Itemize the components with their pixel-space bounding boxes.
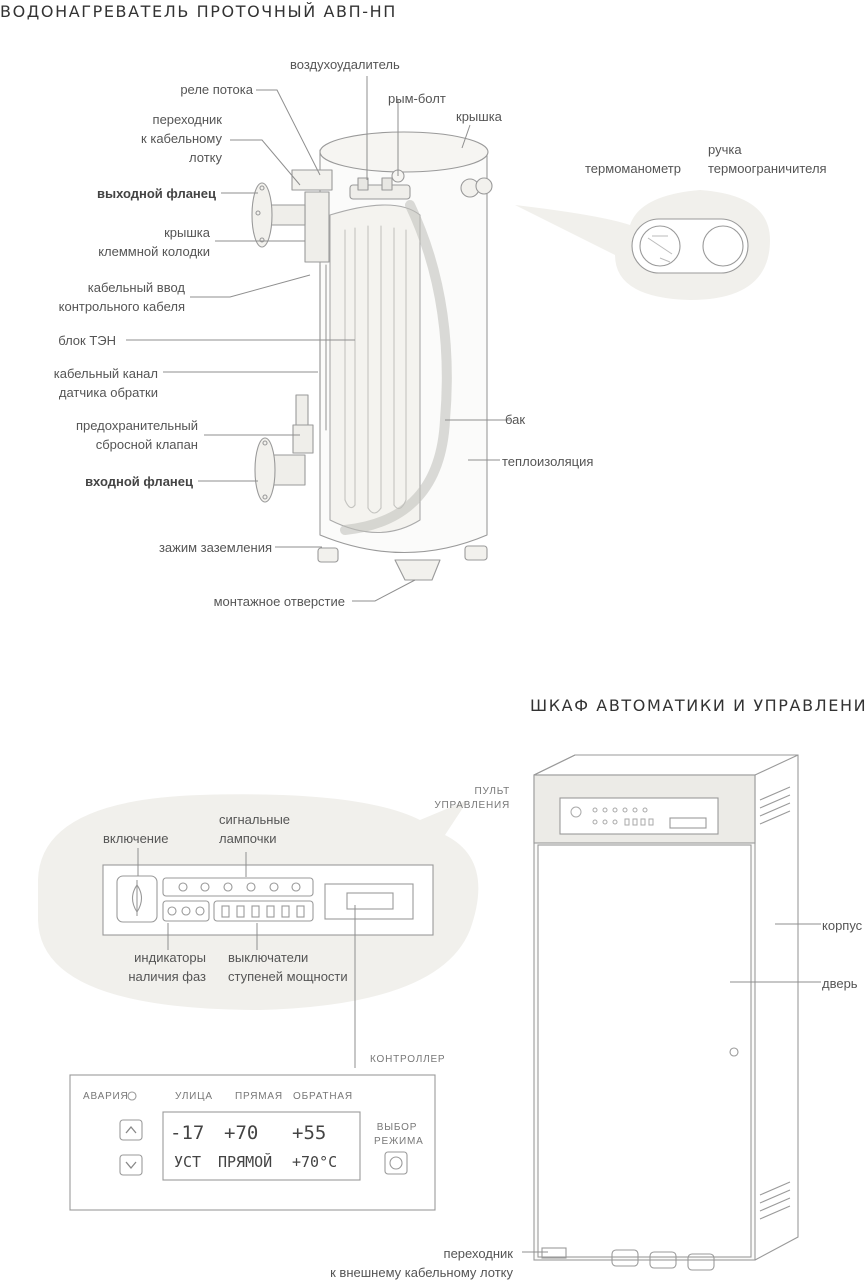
label-sensor-channel: кабельный канал датчика обратки	[30, 364, 158, 402]
label-signal-lamps-line2: лампочки	[219, 831, 277, 846]
label-cable-entry-line1: кабельный ввод	[87, 280, 185, 295]
label-adapter-line1: переходник	[152, 112, 222, 127]
label-cable-entry: кабельный ввод контрольного кабеля	[30, 278, 185, 316]
label-phase-indicators-line2: наличия фаз	[128, 969, 206, 984]
lcd-row2-mode: ПРЯМОЙ	[218, 1153, 273, 1171]
lcd-row2-set: УСТ	[174, 1153, 202, 1171]
label-inlet-flange: входной фланец	[85, 474, 193, 489]
controller-up-button[interactable]	[120, 1120, 142, 1140]
label-ground-clamp: зажим заземления	[158, 540, 272, 555]
label-limiter-knob-line2: термоограничителя	[708, 161, 827, 176]
label-phase-indicators-line1: индикаторы	[134, 950, 206, 965]
label-control-panel: ПУЛЬТ УПРАВЛЕНИЯ	[430, 785, 510, 813]
label-sensor-channel-line2: датчика обратки	[58, 385, 158, 400]
lcd-row1-street: -17	[170, 1122, 205, 1144]
label-adapter-line3: лотку	[189, 150, 222, 165]
label-terminal-cover-line1: крышка	[164, 225, 210, 240]
label-relief-valve-line2: сбросной клапан	[95, 437, 198, 452]
controller-mode-label-line2: РЕЖИМА	[374, 1136, 424, 1147]
label-outlet-flange: выходной фланец	[96, 186, 216, 201]
controller-mode-label-line1: ВЫБОР	[376, 1122, 418, 1133]
controller-col-supply: ПРЯМАЯ	[235, 1091, 283, 1102]
label-relief-valve: предохранительный сбросной клапан	[40, 416, 198, 454]
lcd-row1-supply: +70	[224, 1122, 259, 1144]
lcd-row2-value: +70°C	[292, 1153, 338, 1171]
label-signal-lamps: сигнальные лампочки	[219, 810, 290, 848]
label-power-on: включение	[103, 831, 169, 846]
cabinet-title: ШКАФ АВТОМАТИКИ И УПРАВЛЕНИЯ	[530, 696, 865, 715]
label-eye-bolt: рым-болт	[388, 91, 446, 106]
label-control-panel-line1: ПУЛЬТ	[474, 786, 510, 797]
label-tray-adapter-line1: переходник	[443, 1246, 513, 1261]
chevron-up-icon	[125, 1125, 137, 1134]
label-tray-adapter-line2: к внешнему кабельному лотку	[330, 1265, 513, 1280]
controller-col-street: УЛИЦА	[175, 1091, 213, 1102]
controller-down-button[interactable]	[120, 1155, 142, 1175]
lcd-row1-return: +55	[292, 1122, 327, 1144]
label-housing: корпус	[822, 918, 863, 933]
label-heater-block: блок ТЭН	[58, 333, 116, 348]
label-insulation: теплоизоляция	[502, 454, 594, 469]
label-power-switches-line2: ступеней мощности	[228, 969, 348, 984]
label-power-switches: выключатели ступеней мощности	[228, 948, 348, 986]
label-adapter: переходник к кабельному лотку	[120, 110, 222, 167]
label-signal-lamps-line1: сигнальные	[219, 812, 291, 827]
label-relief-valve-line1: предохранительный	[75, 418, 198, 433]
label-power-switches-line1: выключатели	[228, 950, 309, 965]
label-terminal-cover-line2: клеммной колодки	[98, 244, 210, 259]
heater-title: ВОДОНАГРЕВАТЕЛЬ ПРОТОЧНЫЙ АВП-НП	[0, 2, 397, 21]
label-air-vent: воздухоудалитель	[290, 57, 400, 72]
controller-mode-button[interactable]	[385, 1152, 407, 1174]
label-cover: крышка	[456, 109, 502, 124]
label-limiter-knob-line1: ручка	[708, 142, 742, 157]
label-tray-adapter: переходник к внешнему кабельному лотку	[300, 1244, 513, 1282]
label-door: дверь	[822, 976, 858, 991]
controller-alarm-indicator	[128, 1092, 136, 1100]
controller-col-return: ОБРАТНАЯ	[293, 1091, 353, 1102]
chevron-down-icon	[125, 1161, 137, 1170]
controller-alarm-label: АВАРИЯ	[83, 1091, 129, 1102]
controller-mode-label: ВЫБОР РЕЖИМА	[374, 1121, 424, 1149]
label-mounting-hole: монтажное отверстие	[213, 594, 345, 609]
label-phase-indicators: индикаторы наличия фаз	[100, 948, 206, 986]
label-control-panel-line2: УПРАВЛЕНИЯ	[434, 800, 510, 811]
label-limiter-knob: ручка термоограничителя	[708, 140, 827, 178]
label-thermomanometer: термоманометр	[585, 161, 681, 176]
label-controller: КОНТРОЛЛЕР	[370, 1054, 446, 1065]
label-tank: бак	[505, 412, 526, 427]
label-terminal-cover: крышка клеммной колодки	[60, 223, 210, 261]
label-cable-entry-line2: контрольного кабеля	[58, 299, 185, 314]
label-flow-relay: реле потока	[180, 82, 253, 97]
label-adapter-line2: к кабельному	[141, 131, 222, 146]
label-sensor-channel-line1: кабельный канал	[53, 366, 158, 381]
